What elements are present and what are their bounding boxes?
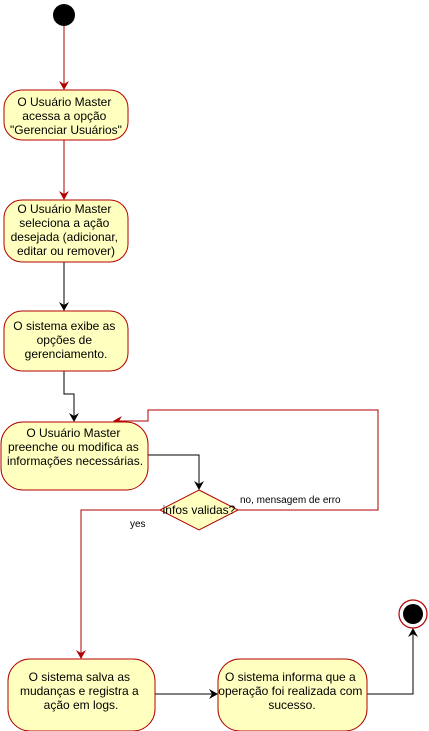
action-node-preenche-informacoes: O Usuário Master preenche ou modifica as… (0, 421, 149, 491)
node-text-line: acessa a opção (22, 109, 106, 123)
action-node-acessa-opcao: O Usuário Master acessa a opção "Gerenci… (3, 89, 129, 141)
end-node (398, 599, 428, 629)
node-text-line: preenche ou modifica as (8, 440, 139, 454)
node-text-line: seleciona a ação (19, 216, 109, 230)
node-text-line: gerenciamento. (25, 347, 108, 361)
node-text-line: O sistema informa que a (225, 670, 356, 684)
node-text-line: sucesso. (268, 698, 315, 712)
svg-text:O sistema informa que a: O sistema informa que a operação foi rea… (218, 670, 365, 712)
action-node-salva-mudancas: O sistema salva as mudanças e registra a… (7, 658, 156, 731)
node-text-line: mudanças e registra a (20, 684, 139, 698)
edge-decision-yes (76, 509, 160, 659)
node-text-line: O sistema exibe as (13, 319, 115, 333)
svg-text:infos validas?: infos validas? (163, 503, 236, 517)
svg-text:O Usuário Master acessa: O Usuário Master acessa a opção "Gerenci… (10, 95, 122, 137)
node-text-line: O sistema salva as (29, 670, 130, 684)
edge-n3-to-n4 (63, 371, 79, 422)
node-text-line: opções de (37, 333, 93, 347)
node-text-line: O Usuário Master (17, 202, 111, 216)
start-node (53, 4, 75, 26)
node-text-line: O Usuário Master (26, 426, 120, 440)
action-node-exibe-opcoes: O sistema exibe as opções de gerenciamen… (3, 310, 129, 372)
node-text-line: editar ou remover) (17, 244, 115, 258)
decision-label: infos validas? (163, 503, 236, 517)
svg-text:O Usuário Master selecio: O Usuário Master seleciona a ação deseja… (11, 202, 122, 258)
node-text-line: desejada (adicionar, (11, 230, 118, 244)
action-node-informa-sucesso: O sistema informa que a operação foi rea… (217, 658, 368, 731)
node-text-line: operação foi realizada com (218, 684, 362, 698)
edge-decision-no (113, 409, 379, 511)
edge-label-no: no, mensagem de erro (240, 495, 341, 506)
edge-label-yes: yes (130, 519, 146, 530)
node-text-line: informações necessárias. (7, 454, 143, 468)
svg-text:O sistema salva as mudan: O sistema salva as mudanças e registra a… (20, 670, 142, 712)
node-text-line: "Gerenciar Usuários" (10, 123, 122, 137)
action-node-seleciona-acao: O Usuário Master seleciona a ação deseja… (3, 199, 129, 263)
node-text-line: O Usuário Master (17, 95, 111, 109)
decision-node-infos-validas: infos validas? (158, 489, 240, 531)
svg-text:O Usuário Master preench: O Usuário Master preenche ou modifica as… (7, 426, 143, 468)
node-text-line: ação em logs. (44, 698, 119, 712)
svg-text:O sistema exibe as opçõe: O sistema exibe as opções de gerenciamen… (13, 319, 118, 361)
edge-n6-to-end (367, 628, 418, 695)
edge-n4-to-decision (148, 454, 204, 490)
